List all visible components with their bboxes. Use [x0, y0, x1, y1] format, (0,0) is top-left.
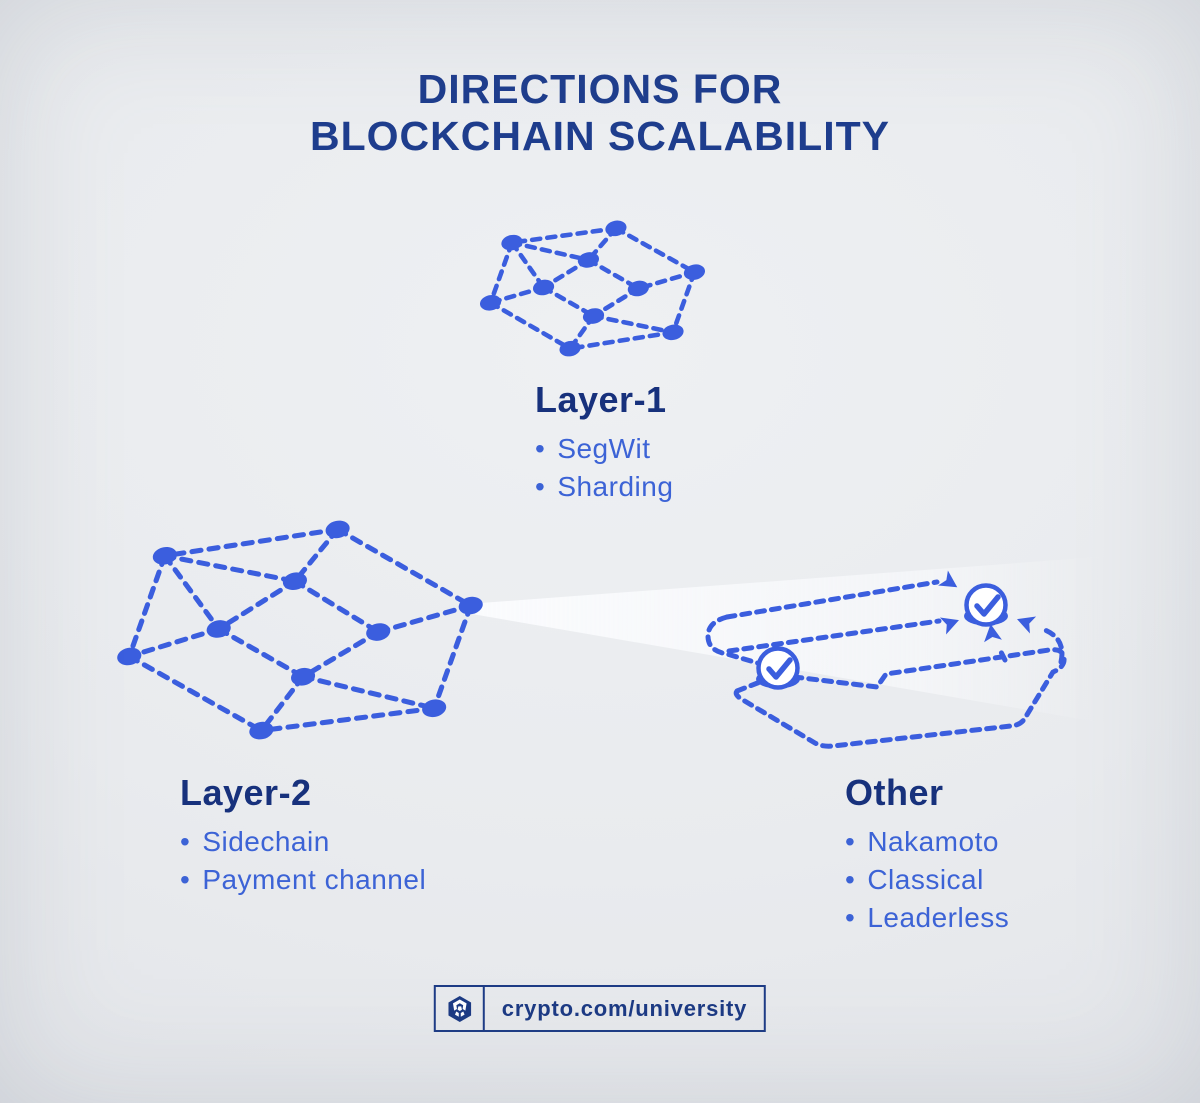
- bullet-dot: •: [535, 471, 546, 502]
- crypto-com-logo-icon: [436, 987, 485, 1030]
- bullet-dot: •: [535, 433, 546, 464]
- section-other: Other • Nakamoto • Classical • Leaderless: [845, 773, 1009, 937]
- section-layer2: Layer-2 • Sidechain • Payment channel: [180, 773, 426, 899]
- bullet-text: Nakamoto: [867, 826, 999, 857]
- section-layer1: Layer-1 • SegWit • Sharding: [535, 380, 673, 506]
- title-line-2: BLOCKCHAIN SCALABILITY: [309, 113, 891, 159]
- bullet-text: Sidechain: [202, 826, 330, 857]
- bullet-item: • Sidechain: [180, 823, 426, 861]
- bullet-item: • Payment channel: [180, 861, 426, 899]
- bullet-text: Payment channel: [202, 864, 427, 895]
- section-heading: Other: [845, 772, 944, 813]
- bullet-list: • Nakamoto • Classical • Leaderless: [845, 823, 1009, 937]
- bullet-text: SegWit: [557, 433, 651, 464]
- bullet-item: • Sharding: [535, 468, 673, 506]
- bullet-dot: •: [180, 864, 191, 895]
- section-heading: Layer-2: [180, 772, 312, 813]
- bullet-item: • Leaderless: [845, 899, 1009, 937]
- page-title: DIRECTIONS FOR BLOCKCHAIN SCALABILITY: [0, 66, 1200, 160]
- other-flow-diagram: [705, 570, 1067, 749]
- bullet-item: • Classical: [845, 861, 1009, 899]
- layer1-network-diagram: [479, 220, 706, 357]
- footer-url-text: crypto.com/university: [501, 995, 748, 1021]
- bullet-dot: •: [845, 826, 856, 857]
- footer-badge: crypto.com/university: [433, 985, 767, 1032]
- bullet-item: • Nakamoto: [845, 823, 1009, 861]
- bullet-list: • Sidechain • Payment channel: [180, 823, 426, 899]
- bullet-dot: •: [180, 826, 191, 857]
- bullet-list: • SegWit • Sharding: [535, 430, 673, 506]
- crypto-com-hexagon-icon: [447, 995, 471, 1022]
- bullet-dot: •: [845, 902, 856, 933]
- bullet-text: Sharding: [557, 471, 674, 502]
- section-heading: Layer-1: [535, 379, 667, 420]
- bullet-text: Leaderless: [867, 902, 1010, 933]
- bullet-dot: •: [845, 864, 856, 895]
- bullet-item: • SegWit: [535, 430, 673, 468]
- bullet-text: Classical: [867, 864, 984, 895]
- title-line-1: DIRECTIONS FOR: [417, 66, 783, 112]
- layer2-network-diagram: [117, 520, 483, 740]
